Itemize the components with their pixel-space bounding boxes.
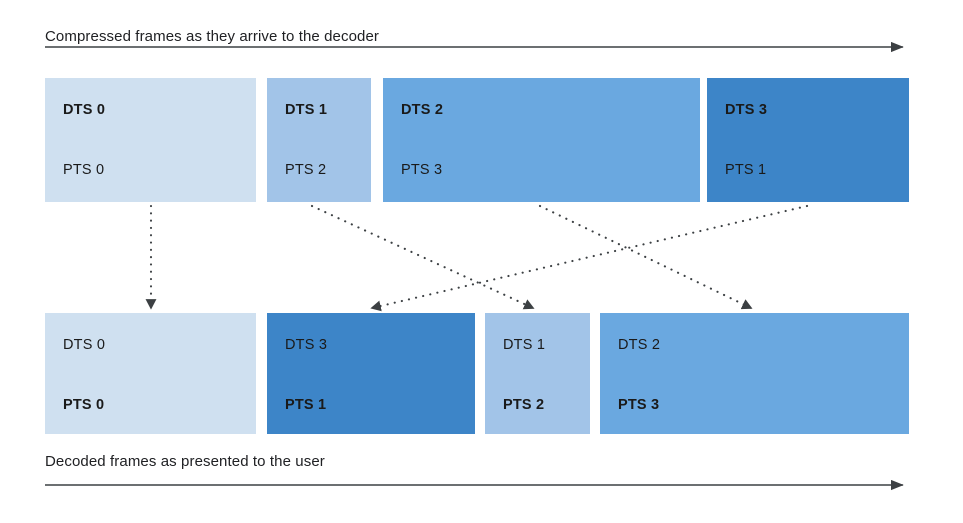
compressed-frame-0-dts-label: DTS 0 (63, 102, 106, 118)
decoded-frame-3-pts-label: PTS 3 (618, 397, 660, 413)
frame-3-reorder-arrow (370, 204, 809, 312)
decoded-frame-3: DTS 2 PTS 3 (600, 313, 909, 434)
compressed-frame-3-pts-label: PTS 1 (725, 162, 767, 178)
compressed-frame-2-pts-label: PTS 3 (401, 162, 443, 178)
compressed-frame-3: DTS 3 PTS 1 (707, 78, 909, 202)
decoded-frame-2: DTS 1 PTS 2 (485, 313, 590, 434)
decoded-frame-2-dts-label: DTS 1 (503, 337, 546, 353)
decoded-frame-0-dts-label: DTS 0 (63, 337, 106, 353)
frame-2-reorder-arrow (538, 204, 753, 310)
compressed-frame-0-pts-label: PTS 0 (63, 162, 105, 178)
top-caption: Compressed frames as they arrive to the … (45, 28, 380, 45)
frame-1-reorder-arrow (310, 204, 535, 310)
decoded-frame-1: DTS 3 PTS 1 (267, 313, 475, 434)
compressed-frame-2: DTS 2 PTS 3 (383, 78, 700, 202)
decoded-frame-1-dts-label: DTS 3 (285, 337, 328, 353)
reorder-arrows (145, 204, 809, 312)
decoded-frame-3-dts-label: DTS 2 (618, 337, 661, 353)
decoded-frame-0-pts-label: PTS 0 (63, 397, 105, 413)
compressed-frame-1: DTS 1 PTS 2 (267, 78, 371, 202)
compressed-frame-1-pts-label: PTS 2 (285, 162, 327, 178)
bottom-caption: Decoded frames as presented to the user (45, 453, 325, 470)
decoded-frame-2-pts-label: PTS 2 (503, 397, 545, 413)
compressed-frame-2-dts-label: DTS 2 (401, 102, 444, 118)
decoded-frame-1-pts-label: PTS 1 (285, 397, 327, 413)
compressed-frame-0: DTS 0 PTS 0 (45, 78, 256, 202)
compressed-frame-1-dts-label: DTS 1 (285, 102, 328, 118)
decoded-frame-0: DTS 0 PTS 0 (45, 313, 256, 434)
compressed-frame-3-dts-label: DTS 3 (725, 102, 768, 118)
